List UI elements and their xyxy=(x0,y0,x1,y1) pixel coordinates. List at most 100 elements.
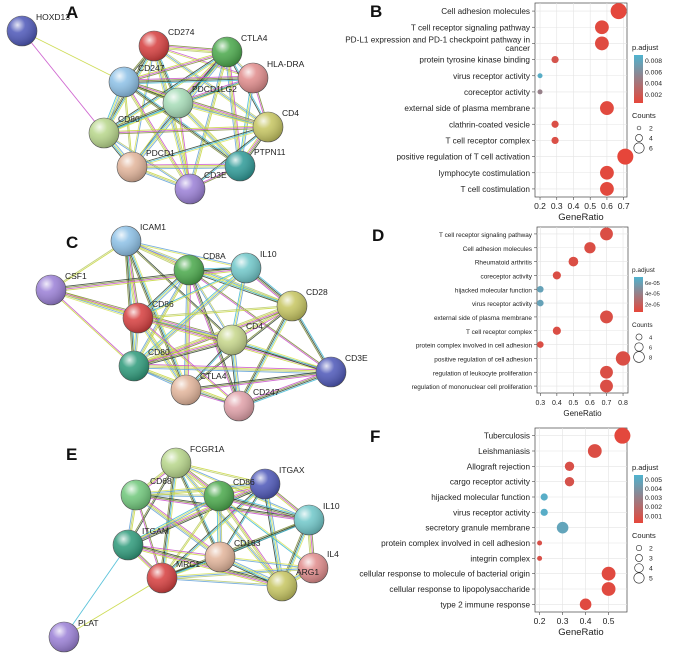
point-cargo-receptor-activity xyxy=(564,476,575,487)
point-protein-complex-involved-in-cell-adhesion xyxy=(537,540,543,546)
network-edge xyxy=(238,370,331,406)
node-label: PLAT xyxy=(78,618,99,628)
legend-size-circle xyxy=(634,342,644,352)
network-edge xyxy=(133,337,232,365)
point-lymphocyte-costimulation xyxy=(600,165,614,180)
y-tick-label: Cell adhesion molecules xyxy=(441,7,530,16)
node-plat: PLAT xyxy=(48,618,99,653)
network-edge xyxy=(137,267,246,318)
x-axis-label: GeneRatio xyxy=(558,212,603,223)
legend-color-tick-label: 6e-05 xyxy=(645,281,660,287)
plot-area xyxy=(536,226,629,394)
network-edge xyxy=(161,578,282,588)
plot-area xyxy=(534,2,628,198)
node-label: CD80 xyxy=(118,114,140,124)
legend-size-circle xyxy=(635,554,643,562)
network-edge xyxy=(161,483,266,579)
node-sphere-highlight xyxy=(204,481,234,511)
y-tick-label: coreceptor activity xyxy=(464,88,531,97)
node-sphere-highlight xyxy=(250,469,280,499)
network-edge xyxy=(127,545,220,559)
y-tick-label: cellular response to molecule of bacteri… xyxy=(359,570,530,579)
network-edge xyxy=(21,30,105,134)
panel-label-b: B xyxy=(370,2,382,21)
network-edge xyxy=(218,497,309,523)
node-label: CD247 xyxy=(138,63,165,73)
node-label: CD163 xyxy=(234,538,261,548)
y-tick-label: T cell receptor complex xyxy=(446,136,531,145)
point-t-cell-receptor-complex xyxy=(552,326,561,335)
y-tick-label: T cell receptor signaling pathway xyxy=(439,232,533,239)
point-external-side-of-plasma-membrane xyxy=(600,310,613,324)
node-label: IL10 xyxy=(323,501,340,511)
node-sphere-highlight xyxy=(163,88,193,118)
network-edge xyxy=(136,493,222,556)
legend-size-label: 4 xyxy=(649,336,653,342)
network-edge xyxy=(132,266,246,365)
legend-size-circle xyxy=(633,142,645,154)
node-sphere-highlight xyxy=(161,448,191,478)
node-cd68: CD68 xyxy=(120,476,172,511)
network-edge xyxy=(219,494,310,520)
node-label: CD3E xyxy=(204,170,227,180)
node-pdcd1lg2: PDCD1LG2 xyxy=(162,84,237,119)
network-edge xyxy=(162,484,267,580)
network-edge xyxy=(231,340,331,374)
network-edge xyxy=(135,482,265,495)
network-edge xyxy=(240,306,295,408)
x-tick-label: 0.8 xyxy=(618,400,628,407)
node-label: CTLA4 xyxy=(200,371,227,381)
network-edge xyxy=(123,75,253,81)
network-edge xyxy=(177,103,268,129)
network-edge xyxy=(123,50,227,82)
node-cd4: CD4 xyxy=(252,108,299,143)
node-sphere-highlight xyxy=(212,37,242,67)
node-cd86: CD86 xyxy=(122,299,174,334)
node-cd80: CD80 xyxy=(118,347,170,382)
legend: p.adjust0.0050.0040.0030.0020.001Counts2… xyxy=(632,463,662,584)
y-tick-label: hijacked molecular function xyxy=(455,287,533,294)
node-sphere-highlight xyxy=(123,303,153,333)
legend-size-circle xyxy=(633,351,645,363)
node-cd80: CD80 xyxy=(88,114,140,149)
node-label: ICAM1 xyxy=(140,222,166,232)
point-protein-complex-involved-in-cell-adhesion xyxy=(537,341,544,348)
node-ptpn11: PTPN11 xyxy=(224,147,286,182)
network-edge xyxy=(134,340,233,368)
y-tick-label: T cell costimulation xyxy=(461,185,531,194)
network-edge xyxy=(161,567,314,579)
legend-size-circle xyxy=(633,572,645,584)
node-label: ITGAM xyxy=(142,526,169,536)
y-tick-label: Leishmaniasis xyxy=(478,447,530,456)
node-hoxd13: HOXD13 xyxy=(6,12,70,47)
network-edge xyxy=(153,46,253,80)
y-tick-label: cellular response to lipopolysaccharide xyxy=(389,585,530,594)
network-edge xyxy=(134,268,247,367)
network-edge xyxy=(103,125,268,133)
point-secretory-granule-membrane xyxy=(556,521,569,534)
network-edge xyxy=(176,462,222,557)
node-label: CD80 xyxy=(148,347,170,357)
y-tick-label: Cell adhesion molecules xyxy=(463,246,532,253)
node-itgam: ITGAM xyxy=(112,526,169,561)
y-tick-label: positive regulation of T cell activation xyxy=(396,153,530,162)
node-sphere-highlight xyxy=(7,16,37,46)
network-edge xyxy=(160,462,176,578)
legend-size-circle xyxy=(635,333,643,341)
panel-label-e: E xyxy=(66,445,77,464)
x-tick-label: 0.3 xyxy=(535,400,545,407)
legend-size-circle xyxy=(636,125,642,131)
network-edge xyxy=(239,306,293,407)
network-edge xyxy=(128,484,266,547)
node-label: CD274 xyxy=(168,27,195,37)
legend-size-title: Counts xyxy=(632,111,656,120)
network-edge xyxy=(225,52,240,167)
network-edge xyxy=(127,545,282,588)
y-tick-label: Tuberculosis xyxy=(484,432,530,441)
network-edge xyxy=(239,373,332,409)
network-edge xyxy=(231,339,332,373)
x-tick-label: 0.3 xyxy=(551,201,563,211)
network-edge xyxy=(128,496,220,547)
node-label: MRC1 xyxy=(176,559,200,569)
network-edge xyxy=(51,268,247,292)
